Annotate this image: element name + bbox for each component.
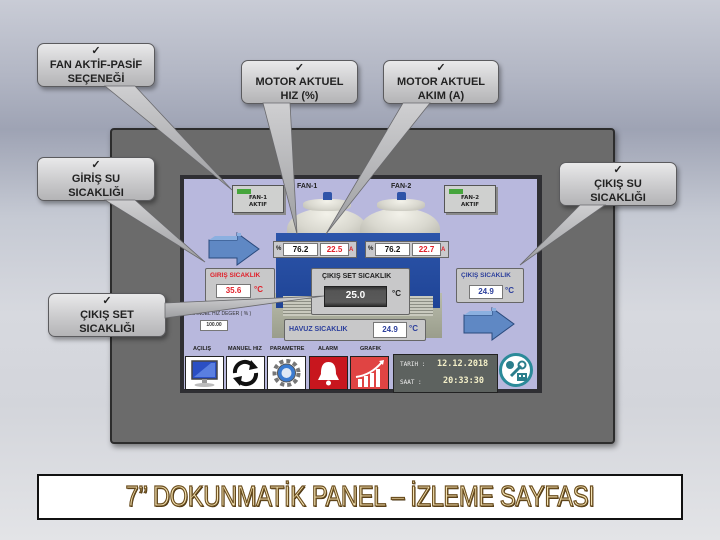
fan-1-status-led (237, 189, 251, 194)
fan-1-motor-icon (323, 192, 332, 200)
date-label: TARIH : (400, 361, 426, 368)
water-in-arrow-icon (208, 232, 260, 266)
page-caption-box: 7’’ DOKUNMATİK PANEL – İZLEME SAYFASI (37, 474, 683, 520)
time-label: SAAT : (400, 379, 422, 386)
check-icon: ✓ (91, 159, 101, 171)
tower-2-cap (377, 199, 425, 211)
nav-label-parametre: PARAMETRE (270, 346, 305, 352)
callout-cikis-su: ✓ ÇIKIŞ SU SICAKLIĞI (559, 162, 677, 206)
bell-icon (318, 362, 339, 386)
fan-1-title: FAN-1 (297, 183, 318, 190)
callout-motor-hiz: ✓ MOTOR AKTUEL HIZ (%) (241, 60, 358, 104)
callout-motor-hiz-line2: HIZ (%) (280, 90, 319, 102)
fan-2-current-unit: A (441, 247, 446, 253)
cikis-sicaklik-value: 24.9 (469, 285, 503, 299)
callout-cikis-set-line2: SICAKLIĞI (79, 323, 135, 335)
page-caption: 7’’ DOKUNMATİK PANEL – İZLEME SAYFASI (125, 480, 595, 513)
fan-2-title: FAN-2 (391, 183, 412, 190)
refresh-icon (232, 359, 259, 387)
giris-sicaklik-panel: GIRIŞ SICAKLIK 35.6 °C (205, 268, 275, 302)
manuel-hiz-input[interactable]: 100.00 (200, 320, 228, 331)
havuz-sicaklik-unit: °C (409, 324, 418, 333)
cikis-set-unit: °C (392, 289, 401, 298)
monitor-icon (191, 360, 218, 387)
callout-motor-akim-line2: AKIM (A) (417, 90, 465, 102)
cikis-set-label: ÇIKIŞ SET SICAKLIK (322, 273, 392, 280)
callout-cikis-line1: ÇIKIŞ SU (594, 178, 642, 190)
havuz-sicaklik-panel: HAVUZ SICAKLIK 24.9 °C (284, 319, 426, 341)
check-icon: ✓ (102, 295, 112, 307)
check-icon: ✓ (294, 62, 305, 74)
fan-2-readout: % 76.2 22.7 A (365, 241, 449, 258)
gear-icon (272, 359, 301, 387)
cikis-sicaklik-panel: ÇIKIŞ SICAKLIK 24.9 °C (456, 268, 524, 303)
callout-fan-line1: FAN AKTİF-PASİF (49, 59, 143, 71)
fan-2-speed-unit: % (368, 246, 374, 252)
callout-motor-akim-line1: MOTOR AKTUEL (397, 76, 485, 88)
fan-1-current-unit: A (349, 247, 354, 253)
datetime-panel: TARIH : 12.12.2018 SAAT : 20:33:30 (393, 354, 498, 393)
nav-label-acilis: AÇILIŞ (193, 346, 212, 352)
nav-button-grafik[interactable] (350, 356, 389, 390)
cikis-sicaklik-unit: °C (505, 286, 514, 295)
callout-fan-aktif-pasif: ✓ FAN AKTİF-PASİF SEÇENEĞİ (37, 43, 155, 87)
havuz-sicaklik-value: 24.9 (373, 322, 407, 338)
manuel-hiz-label: MANUEL HIZ DEGER ( % ) (190, 311, 252, 317)
giris-sicaklik-value: 35.6 (216, 284, 251, 298)
callout-giris-line2: SICAKLIĞI (68, 187, 124, 199)
callout-giris-line1: GİRİŞ SU (71, 173, 121, 185)
fan-2-current-value: 22.7 (412, 243, 441, 256)
fan-1-speed-unit: % (276, 246, 282, 252)
giris-sicaklik-unit: °C (254, 285, 263, 294)
callout-giris-su: ✓ GİRİŞ SU SICAKLIĞI (37, 157, 155, 201)
nav-label-alarm: ALARM (318, 346, 338, 352)
nav-button-acilis[interactable] (185, 356, 224, 390)
callout-motor-akim: ✓ MOTOR AKTUEL AKIM (A) (383, 60, 499, 104)
giris-sicaklik-label: GIRIŞ SICAKLIK (210, 272, 261, 279)
fan-2-speed-value: 76.2 (375, 243, 410, 256)
nav-button-manuel-hiz[interactable] (226, 356, 265, 390)
check-icon: ✓ (91, 45, 101, 57)
water-out-arrow-icon (463, 307, 515, 341)
callout-fan-line2: SEÇENEĞİ (67, 73, 125, 85)
tools-schedule-icon (506, 360, 527, 381)
nav-label-manuel-hiz: MANUEL HIZ (228, 346, 262, 352)
fan-2-status-led (449, 189, 463, 194)
fan-2-motor-icon (397, 192, 406, 200)
fan-1-current-value: 22.5 (320, 243, 349, 256)
date-value: 12.12.2018 (437, 359, 489, 369)
check-icon: ✓ (613, 164, 623, 176)
callout-cikis-line2: SICAKLIĞI (590, 192, 646, 204)
fan-1-button-name: FAN-1 (248, 195, 268, 201)
nav-button-parametre[interactable] (267, 356, 306, 390)
settings-button[interactable] (499, 353, 533, 387)
nav-button-alarm[interactable] (309, 356, 348, 390)
cikis-sicaklik-label: ÇIKIŞ SICAKLIK (461, 272, 511, 279)
cikis-set-display[interactable]: 25.0 (324, 286, 387, 307)
chart-icon (355, 360, 384, 387)
cikis-set-value: 25.0 (345, 290, 366, 301)
fan-1-speed-value: 76.2 (283, 243, 318, 256)
fan-2-button-state: AKTIF (460, 202, 480, 208)
check-icon: ✓ (436, 62, 446, 74)
fan-1-readout: % 76.2 22.5 A (273, 241, 357, 258)
havuz-sicaklik-label: HAVUZ SICAKLIK (289, 326, 348, 333)
callout-motor-hiz-line1: MOTOR AKTUEL (255, 76, 344, 88)
nav-label-grafik: GRAFIK (360, 346, 382, 352)
callout-cikis-set: ✓ ÇIKIŞ SET SICAKLIĞI (48, 293, 166, 337)
cikis-set-panel: ÇIKIŞ SET SICAKLIK 25.0 °C (311, 268, 410, 315)
fan-1-button-state: AKTIF (248, 202, 268, 208)
callout-cikis-set-line1: ÇIKIŞ SET (80, 309, 134, 321)
fan-2-button-name: FAN-2 (460, 195, 480, 201)
tower-1-cap (303, 199, 351, 211)
time-value: 20:33:30 (443, 376, 484, 386)
